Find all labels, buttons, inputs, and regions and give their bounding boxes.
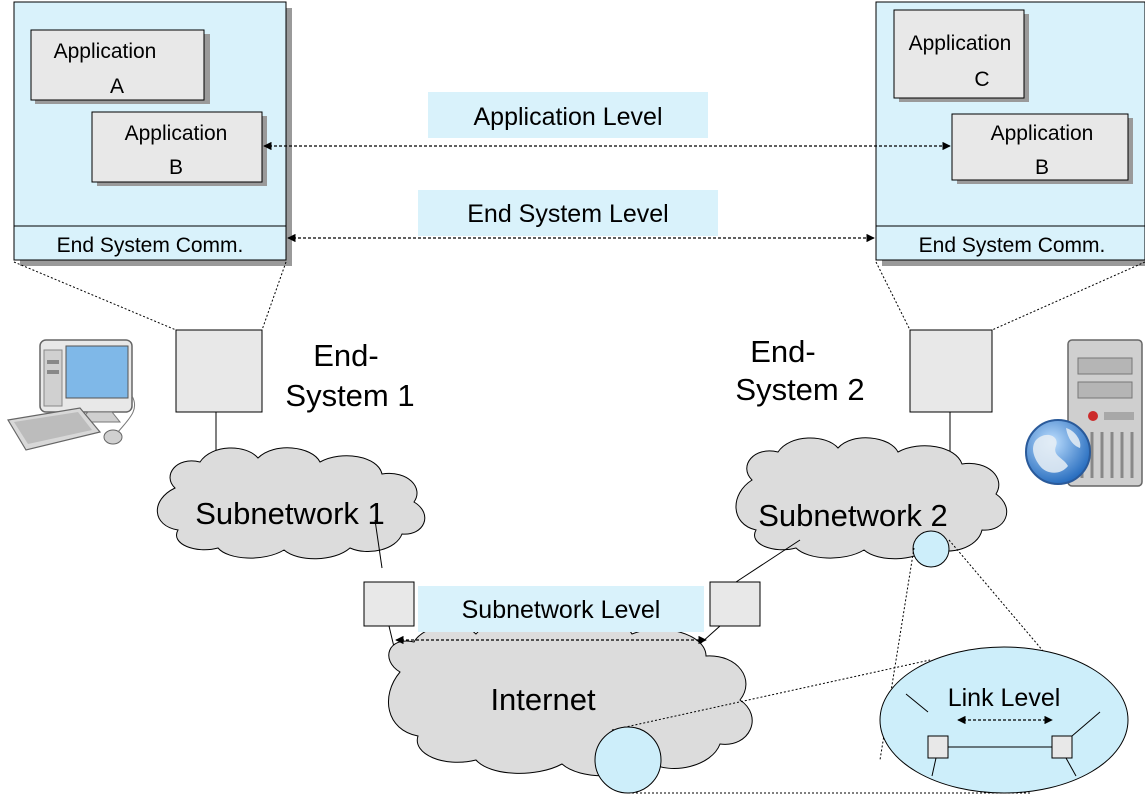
- subnetwork-1-cloud: Subnetwork 1: [156, 447, 426, 560]
- end-system-1-line2: System 1: [285, 378, 414, 413]
- link-zoom-lines: [611, 539, 1111, 794]
- left-app-b-box: Application B: [91, 111, 267, 186]
- right-app-b-line1: Application: [991, 122, 1094, 145]
- link-node-right: [1051, 735, 1073, 759]
- left-end-system: End System Comm. Application A Applicati…: [13, 1, 292, 266]
- app-c-line1: Application: [909, 32, 1012, 55]
- left-app-b-line1: Application: [125, 122, 228, 145]
- right-app-b-rect: [951, 113, 1129, 181]
- app-a-line2: A: [110, 75, 124, 98]
- right-comm-label: End System Comm.: [919, 234, 1106, 257]
- application-level-label: Application Level: [473, 103, 662, 131]
- subnetwork-level: Subnetwork Level: [395, 586, 707, 645]
- internet-link-node: [594, 726, 662, 794]
- link-level-zoom: Link Level: [879, 646, 1129, 794]
- subnetwork-2-link-node: [912, 530, 950, 568]
- application-level-label-bg: [428, 92, 708, 138]
- desktop-computer-icon: [7, 339, 136, 451]
- subnetwork-2-cloud: Subnetwork 2: [735, 437, 1008, 568]
- left-app-b-rect: [91, 111, 263, 183]
- subnetwork-level-label: Subnetwork Level: [462, 596, 661, 624]
- end-system-2-box: [909, 329, 993, 413]
- application-level: Application Level: [263, 92, 951, 151]
- end-system-level-label-bg: [418, 190, 718, 236]
- gateway-right: [663, 539, 801, 677]
- web-server-icon: [1025, 339, 1143, 487]
- end-system-1-node: End- System 1: [175, 329, 415, 464]
- right-app-b-line2: B: [1035, 156, 1049, 179]
- end-system-2-node: End- System 2: [735, 329, 993, 466]
- right-end-system: End System Comm. Application C Applicati…: [875, 1, 1145, 266]
- internet-cloud: Internet: [387, 617, 753, 777]
- app-a-box: Application A: [30, 29, 210, 104]
- end-system-1-line1: End-: [313, 338, 378, 373]
- app-c-line2: C: [974, 68, 989, 91]
- internet-label: Internet: [490, 682, 596, 717]
- left-app-b-line2: B: [169, 156, 183, 179]
- link-level-label: Link Level: [948, 684, 1061, 712]
- end-system-1-box: [175, 329, 263, 413]
- end-system-2-line1: End-: [750, 334, 815, 369]
- app-a-rect: [30, 29, 205, 101]
- gateway-left: [363, 519, 415, 673]
- end-system-level-label: End System Level: [467, 200, 669, 228]
- zoom-lines: [13, 261, 1145, 331]
- subnetwork-level-label-bg: [418, 586, 704, 632]
- end-system-2-line2: System 2: [735, 372, 864, 407]
- end-system-level: End System Level: [287, 190, 875, 243]
- subnetwork-1-label: Subnetwork 1: [195, 496, 385, 531]
- right-app-b-box: Application B: [951, 113, 1133, 184]
- app-a-line1: Application: [54, 40, 157, 63]
- app-c-box: Application C: [893, 9, 1029, 102]
- link-node-left: [927, 735, 949, 759]
- subnetwork-2-label: Subnetwork 2: [758, 498, 948, 533]
- app-c-rect: [893, 9, 1025, 99]
- left-comm-label: End System Comm.: [57, 234, 244, 257]
